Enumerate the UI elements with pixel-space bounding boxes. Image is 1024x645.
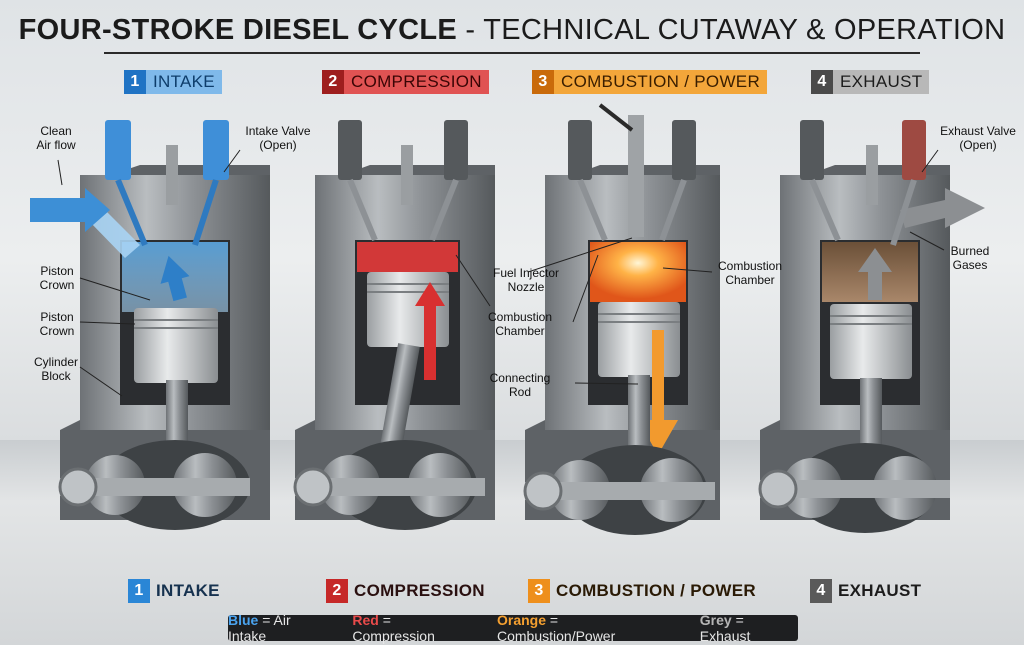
stage-label-text: EXHAUST [840, 72, 923, 91]
legend-text: = Combustion/Power [496, 612, 616, 644]
valve-spring [800, 120, 824, 180]
exhaust-valve-stem [890, 179, 917, 246]
piston [830, 304, 912, 379]
piston [134, 308, 218, 383]
stage-label-text: INTAKE [153, 72, 215, 91]
exhaust-valve-spring [902, 120, 926, 180]
stage-label-combustion: 3 COMBUSTION / POWER [532, 70, 768, 94]
title-rest: - TECHNICAL CUTAWAY & OPERATION [457, 14, 1006, 46]
valve-spring [444, 120, 468, 180]
combustion-flame [590, 242, 686, 302]
label-exhaust-valve: Exhaust Valve (Open) [940, 124, 1016, 152]
fuel-line [598, 103, 634, 132]
bottom-label-compression: 2 COMPRESSION [326, 578, 485, 604]
exhaust-out-arrow [900, 188, 985, 228]
legend-item-orange: Orange = Combustion/Power [497, 612, 680, 644]
bottom-label-combustion: 3 COMBUSTION / POWER [528, 578, 756, 604]
color-legend: Blue = Air Intake Red = Compression Oran… [228, 612, 798, 644]
label-piston-crown-2: Piston Crown [39, 310, 75, 338]
stage-number: 4 [811, 70, 833, 94]
stage-number: 3 [532, 70, 554, 94]
legend-item-grey: Grey = Exhaust [700, 612, 798, 644]
bottom-label-text: INTAKE [156, 581, 220, 600]
stage-label-text: COMBUSTION / POWER [561, 72, 761, 91]
connecting-rod [379, 343, 420, 456]
legend-text: = Compression [352, 612, 435, 644]
label-combustion-chamber-3: Combustion Chamber [717, 259, 783, 287]
engine-exhaust [758, 120, 985, 533]
fuel-injector [628, 115, 644, 237]
crankshaft [525, 482, 715, 500]
crankshaft-flange [523, 471, 563, 511]
intake-valve-spring [203, 120, 229, 180]
compressed-air-fill [357, 242, 458, 272]
legend-key: Red [352, 612, 379, 628]
legend-item-red: Red = Compression [352, 612, 477, 644]
valve-spring [568, 120, 592, 180]
stage-label-intake: 1 INTAKE [124, 70, 222, 94]
bottom-label-text: COMPRESSION [354, 581, 485, 600]
valve-spring [338, 120, 362, 180]
label-piston-crown-1: Piston Crown [39, 264, 75, 292]
engine-intake [30, 120, 270, 530]
bottom-number: 4 [810, 579, 832, 603]
valve-stem [809, 178, 841, 242]
compression-up-arrow [415, 282, 445, 380]
label-cylinder-block: Cylinder Block [33, 355, 78, 383]
engine-combustion [523, 103, 720, 535]
label-connecting-rod: Connecting Rod [489, 371, 551, 399]
annotation-leaders [57, 149, 945, 397]
crankshaft [760, 480, 950, 498]
glow-plug [866, 145, 878, 205]
label-clean-air: Clean Air flow [36, 124, 76, 152]
stage-number: 1 [124, 70, 146, 94]
air-flow-arrow [30, 188, 110, 232]
bottom-number: 3 [528, 579, 550, 603]
air-down-arrow [160, 255, 190, 302]
stage-label-exhaust: 4 EXHAUST [811, 70, 930, 94]
stage-label-compression: 2 COMPRESSION [322, 70, 489, 94]
valve-stem [659, 178, 687, 242]
glow-plug [166, 145, 178, 205]
legend-text: = Exhaust [699, 612, 751, 644]
title-underline [104, 52, 920, 54]
bottom-number: 2 [326, 579, 348, 603]
bottom-label-intake: 1 INTAKE [128, 578, 220, 604]
label-burned-gases: Burned Gases [950, 244, 990, 272]
bottom-label-text: COMBUSTION / POWER [556, 581, 756, 600]
valve-stem [577, 178, 608, 242]
crankshaft [60, 478, 250, 496]
page-title: FOUR-STROKE DIESEL CYCLE - TECHNICAL CUT… [0, 14, 1024, 47]
stage-label-text: COMPRESSION [351, 72, 482, 91]
intake-valve-stem [192, 179, 219, 246]
label-combustion-chamber-2: Combustion Chamber [487, 310, 553, 338]
legend-text: = Air Intake [228, 612, 291, 644]
crankshaft-flange [758, 469, 798, 509]
stage-number: 2 [322, 70, 344, 94]
crankshaft [295, 478, 485, 496]
engine-compression [293, 120, 495, 530]
bottom-label-text: EXHAUST [838, 581, 922, 600]
intake-valve-spring [105, 120, 131, 180]
glow-plug [401, 145, 413, 205]
crankshaft-flange [58, 467, 98, 507]
legend-key: Blue [228, 612, 259, 628]
exhaust-up-arrow [858, 248, 892, 300]
intake-valve-stem [115, 178, 148, 247]
title-bold: FOUR-STROKE DIESEL CYCLE [18, 14, 458, 46]
bottom-label-exhaust: 4 EXHAUST [810, 578, 921, 604]
legend-item-blue: Blue = Air Intake [228, 612, 332, 644]
legend-key: Orange [496, 612, 546, 628]
label-fuel-injector: Fuel Injector Nozzle [492, 266, 560, 294]
legend-key: Grey [699, 612, 732, 628]
bottom-number: 1 [128, 579, 150, 603]
valve-stem [429, 178, 459, 242]
valve-stem [347, 178, 378, 242]
crankshaft-flange [293, 467, 333, 507]
label-intake-valve: Intake Valve (Open) [245, 124, 311, 152]
valve-spring [672, 120, 696, 180]
